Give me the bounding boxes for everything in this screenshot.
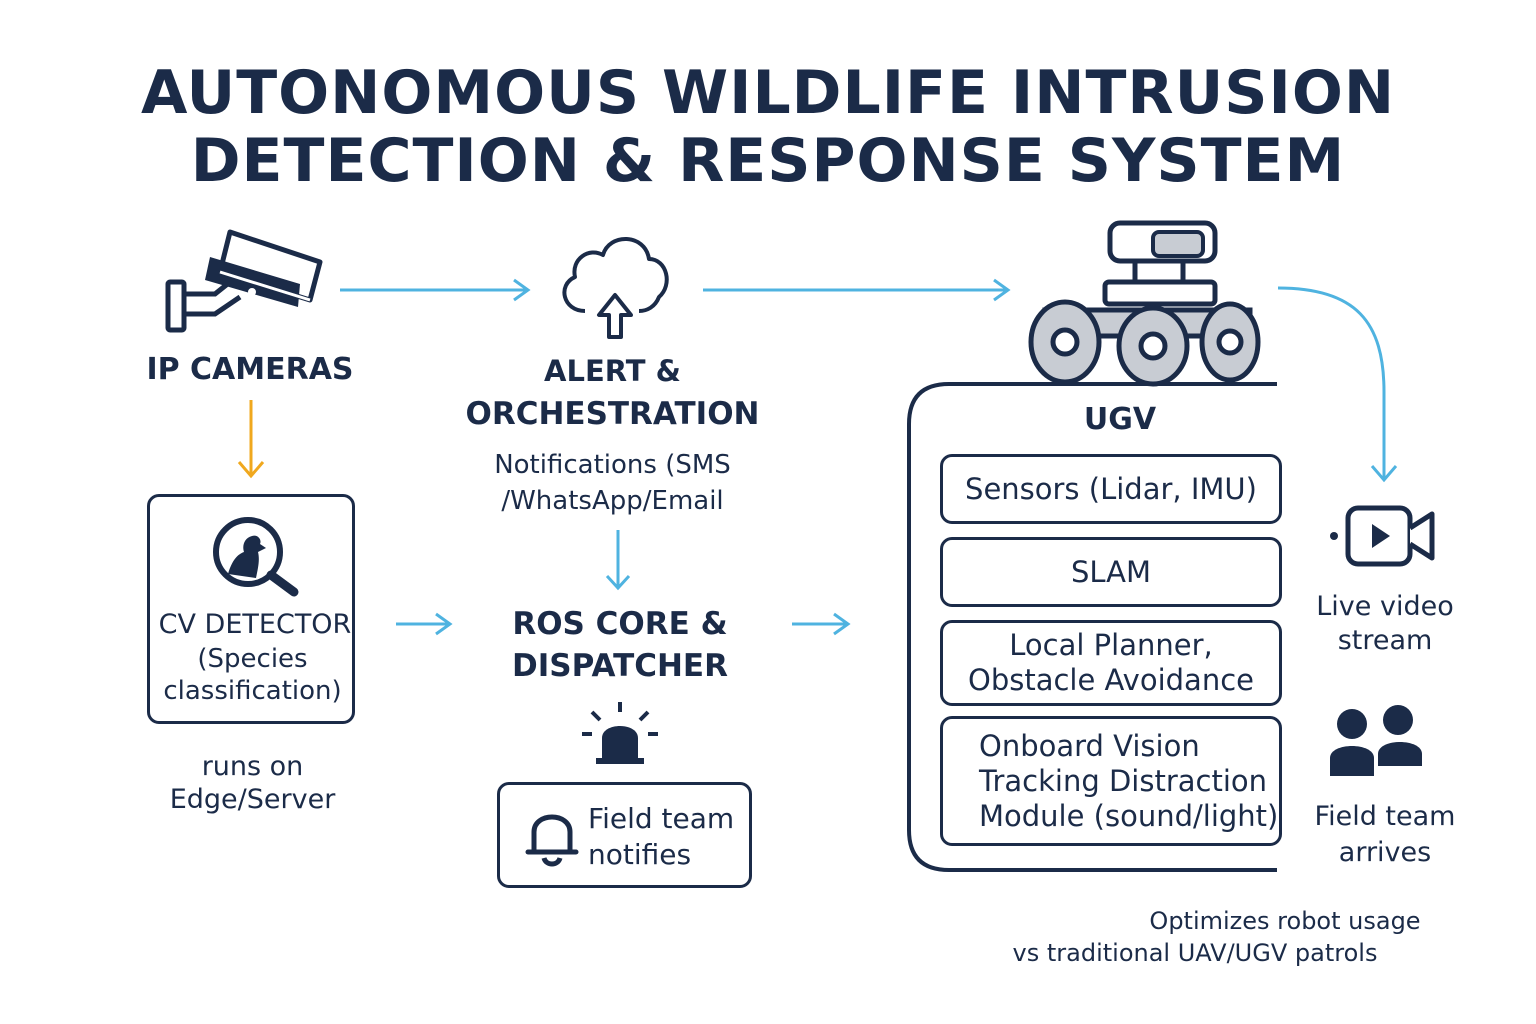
runs-on-note-2: Edge/Server <box>169 784 336 815</box>
ugv-item-vision-line1: Onboard Vision <box>979 728 1200 763</box>
ugv-title: UGV <box>1083 402 1157 437</box>
arrow-ros-to-ugv <box>792 612 851 636</box>
video-camera-icon <box>1330 505 1435 567</box>
page-title-line2: DETECTION & RESPONSE SYSTEM <box>190 126 1346 196</box>
field-team-arrives-line2: arrives <box>1338 837 1432 868</box>
cv-detector-desc-1: (Species <box>197 644 308 674</box>
arrow-alert-to-ugv <box>703 278 1011 302</box>
arrow-cameras-to-alert <box>340 278 531 302</box>
alert-label-2: ORCHESTRATION <box>465 396 760 432</box>
alarm-bell-icon <box>582 702 658 764</box>
footer-line2: vs traditional UAV/UGV patrols <box>1012 939 1378 967</box>
live-video-line2: stream <box>1337 625 1433 656</box>
ros-label-1: ROS CORE & <box>512 606 728 642</box>
page-title-line1: AUTONOMOUS WILDLIFE INTRUSION <box>140 58 1396 128</box>
ugv-item-vision-line3: Module (sound/light) <box>979 798 1279 833</box>
bell-icon <box>525 814 579 867</box>
ugv-item-vision: Onboard Vision Tracking Distraction Modu… <box>940 716 1282 846</box>
alert-note-2: /WhatsApp/Email <box>501 486 724 516</box>
ugv-item-planner-line1: Local Planner, <box>1009 628 1213 662</box>
cv-detector-desc-2: classification) <box>163 676 342 706</box>
ugv-item-slam-text: SLAM <box>1070 554 1152 589</box>
live-video-line1: Live video <box>1316 591 1454 622</box>
security-camera-icon <box>165 229 323 333</box>
ugv-item-slam: SLAM <box>940 537 1282 607</box>
field-team-arrives-line1: Field team <box>1314 801 1456 832</box>
runs-on-note-1: runs on <box>201 751 304 782</box>
arrow-ugv-to-video <box>1277 286 1398 483</box>
alert-label-1: ALERT & <box>544 354 681 388</box>
ugv-item-sensors-text: Sensors (Lidar, IMU) <box>965 471 1257 506</box>
arrow-cv-to-ros <box>396 612 453 636</box>
ros-label-2: DISPATCHER <box>512 648 728 684</box>
robot-rover-icon <box>1028 220 1261 387</box>
cloud-upload-icon <box>562 237 669 339</box>
arrow-alert-to-ros <box>605 530 631 591</box>
alert-note-1: Notifications (SMS <box>494 450 731 480</box>
ugv-item-planner: Local Planner, Obstacle Avoidance <box>940 620 1282 706</box>
people-icon <box>1330 705 1422 776</box>
footer-line1: Optimizes robot usage <box>1149 907 1421 935</box>
ugv-item-planner-line2: Obstacle Avoidance <box>968 663 1254 697</box>
ugv-item-vision-line2: Tracking Distraction <box>979 763 1268 798</box>
ugv-container <box>907 382 1277 872</box>
field-team-notifies-1: Field team <box>588 802 735 835</box>
ugv-item-sensors: Sensors (Lidar, IMU) <box>940 454 1282 524</box>
arrow-down-orange <box>237 400 265 479</box>
cv-detector-title: CV DETECTOR <box>158 609 352 640</box>
search-animal-icon <box>213 517 299 597</box>
ip-cameras-label: IP CAMERAS <box>146 352 354 387</box>
field-team-notifies-2: notifies <box>588 838 692 871</box>
